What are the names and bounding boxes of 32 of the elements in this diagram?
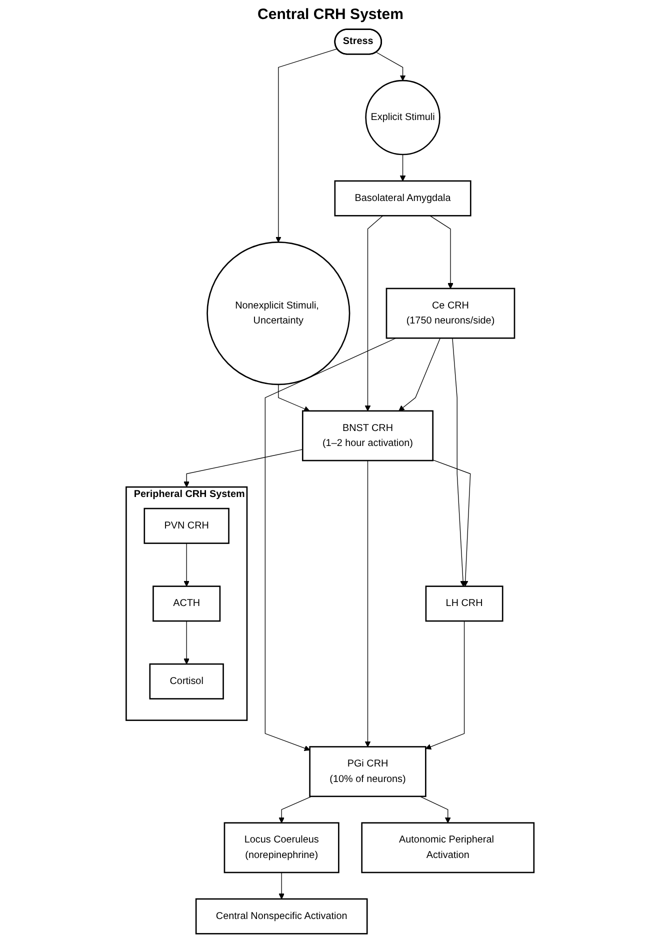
node-box: ACTH bbox=[153, 586, 222, 622]
node-box: Basolateral Amygdala bbox=[334, 180, 472, 216]
node-box: PGi CRH (10% of neurons) bbox=[310, 746, 427, 798]
node-box: Ce CRH (1750 neurons/side) bbox=[386, 288, 516, 339]
arrow bbox=[265, 338, 397, 751]
arrow bbox=[420, 796, 452, 824]
node-box: Central Nonspecific Activation bbox=[196, 898, 368, 934]
arrow bbox=[399, 338, 441, 412]
node-box: BNST CRH (1–2 hour activation) bbox=[302, 410, 434, 462]
node-box: PVN CRH bbox=[144, 508, 230, 544]
arrow bbox=[184, 449, 304, 488]
node-box: Cortisol bbox=[150, 663, 224, 700]
node-box: Autonomic Peripheral Activation bbox=[362, 822, 536, 874]
node-circle: Nonexplicit Stimuli, Uncertainty bbox=[207, 242, 351, 386]
arrow bbox=[452, 338, 466, 587]
arrow bbox=[376, 52, 406, 81]
arrow bbox=[184, 620, 190, 664]
arrow bbox=[278, 384, 310, 412]
arrow bbox=[279, 872, 285, 900]
arrow bbox=[430, 215, 454, 289]
arrow bbox=[426, 620, 466, 750]
node-box: LH CRH bbox=[426, 586, 504, 622]
arrow bbox=[276, 48, 338, 242]
arrow bbox=[184, 542, 190, 587]
arrow bbox=[365, 215, 384, 412]
arrow bbox=[279, 796, 312, 824]
node-circle: Explicit Stimuli bbox=[366, 80, 441, 156]
arrow bbox=[365, 460, 372, 748]
node-box: Locus Coeruleus (norepinephrine) bbox=[224, 822, 340, 874]
section-heading: Central CRH System bbox=[258, 6, 404, 23]
arrow bbox=[432, 460, 472, 587]
arrow bbox=[400, 154, 406, 182]
